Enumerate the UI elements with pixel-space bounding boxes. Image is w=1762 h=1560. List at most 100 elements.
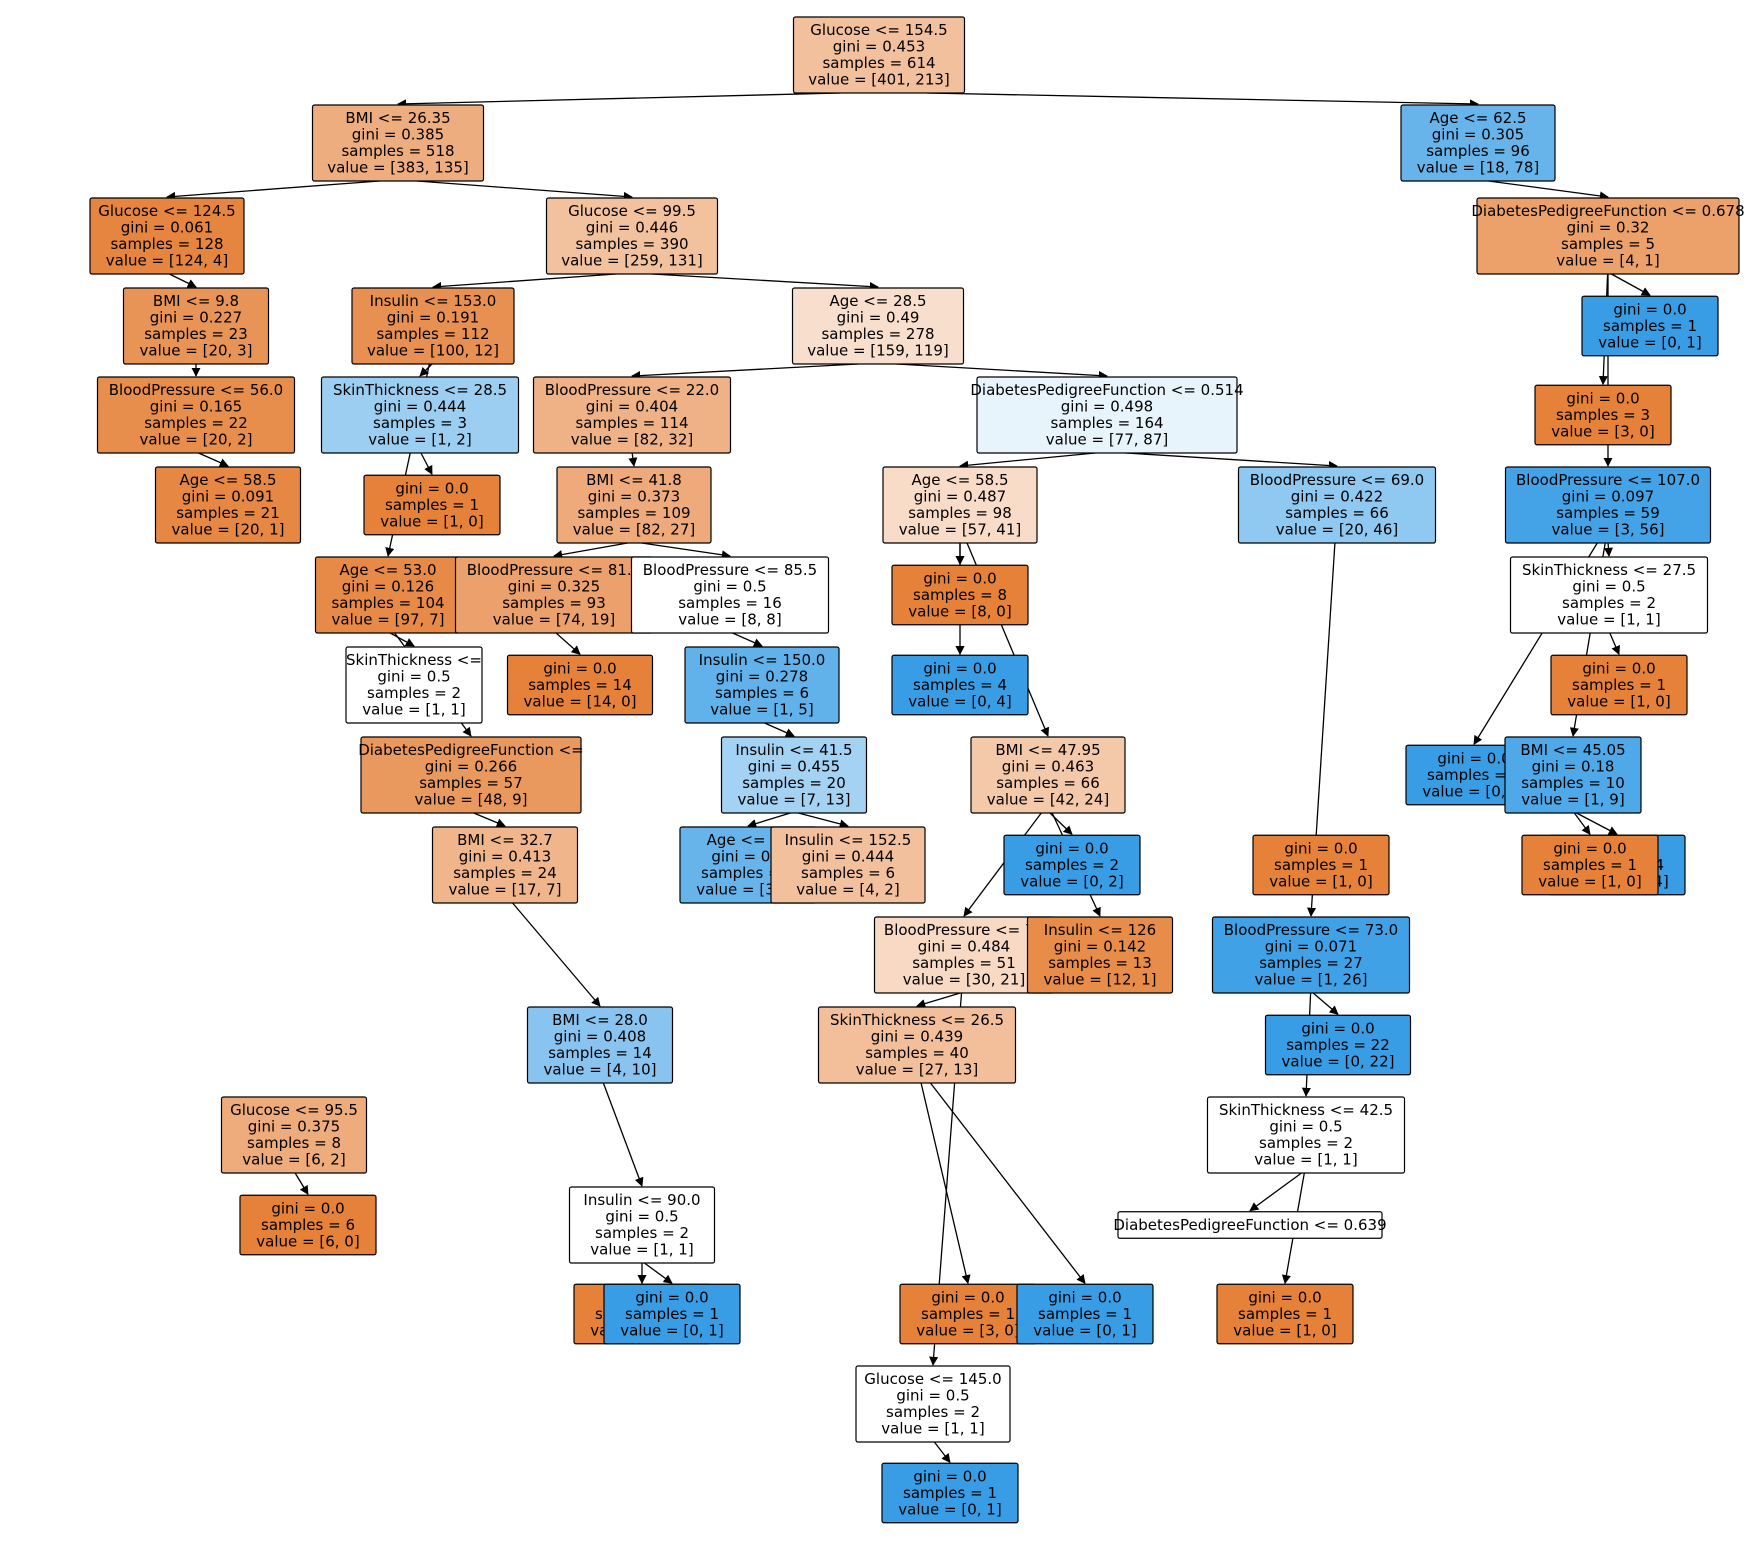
node-box [684, 646, 840, 724]
node-text-line: value = [1, 0] [1233, 1321, 1336, 1339]
node-text-line: gini = 0.446 [586, 219, 678, 237]
node-text-line: samples = 1 [1238, 1305, 1332, 1323]
node-box [1550, 654, 1688, 716]
node-text-line: samples = 1 [1603, 317, 1697, 335]
node-text-line: BMI <= 9.8 [153, 292, 239, 310]
node-text-line: DiabetesPedigreeFunction <= [358, 741, 584, 759]
node-text-line: gini = 0.278 [716, 668, 808, 686]
node-text-line: value = [42, 24] [987, 791, 1110, 809]
node-text-line: samples = 93 [502, 594, 606, 612]
node-text-line: samples = 1 [921, 1305, 1015, 1323]
node-text-line: value = [7, 13] [738, 791, 851, 809]
node-text-line: gini = 0.097 [1562, 488, 1654, 506]
node-text-line: value = [0, 22] [1282, 1052, 1395, 1070]
tree-edge [933, 1441, 951, 1463]
node-text-line: gini = 0.413 [459, 848, 551, 866]
tree-node: DiabetesPedigreeFunction <= 0.639 [1113, 1211, 1387, 1239]
tree-edge [553, 542, 628, 560]
node-text-line: samples = 128 [110, 235, 223, 253]
node-box [89, 197, 245, 275]
node-text-line: value = [1, 5] [710, 701, 813, 719]
node-text-line: SkinThickness <= 27.5 [1522, 561, 1696, 579]
node-text-line: DiabetesPedigreeFunction <= 0.514 [970, 381, 1243, 399]
node-text-line: samples = 1 [1543, 856, 1637, 874]
node-text-line: Glucose <= 95.5 [230, 1101, 358, 1119]
node-text-line: gini = 0.18 [1532, 758, 1615, 776]
node-box [568, 1186, 716, 1264]
node-box [239, 1194, 377, 1256]
node-text-line: value = [82, 27] [573, 521, 696, 539]
tree-edge [651, 273, 879, 292]
node-box [1026, 916, 1174, 994]
node-box [1252, 834, 1390, 896]
node-text-line: Glucose <= 124.5 [98, 202, 235, 220]
node-box [1521, 834, 1659, 896]
node-box [320, 376, 520, 454]
node-text-line: gini = 0.0 [1035, 839, 1108, 857]
tree-edge [896, 363, 1108, 381]
node-text-line: Insulin <= 150.0 [699, 651, 826, 669]
node-text-line: Age <= 28.5 [829, 292, 926, 310]
node-text-line: gini = 0.5 [693, 578, 766, 596]
node-text-line: value = [1, 1] [1254, 1151, 1357, 1169]
node-text-line: gini = 0.266 [425, 758, 517, 776]
node-text-line: value = [8, 8] [678, 611, 781, 629]
node-text-line: gini = 0.0 [1566, 389, 1639, 407]
node-text-line: gini = 0.49 [837, 309, 920, 327]
node-box [351, 287, 515, 365]
node-text-line: samples = 59 [1556, 504, 1660, 522]
node-text-line: value = [124, 4] [106, 252, 229, 270]
node-text-line: value = [20, 1] [172, 521, 285, 539]
node-text-line: gini = 0.071 [1265, 938, 1357, 956]
node-text-line: value = [20, 46] [1276, 521, 1399, 539]
node-text-line: samples = 6 [801, 864, 895, 882]
node-text-line: gini = 0.5 [377, 668, 450, 686]
node-box [891, 654, 1029, 716]
node-text-line: gini = 0.305 [1432, 126, 1524, 144]
node-text-line: samples = 1 [385, 496, 479, 514]
node-text-line: gini = 0.455 [748, 758, 840, 776]
node-text-line: gini = 0.0 [543, 659, 616, 677]
node-text-line: value = [100, 12] [367, 342, 499, 360]
node-text-line: gini = 0.5 [605, 1208, 678, 1226]
tree-node: DiabetesPedigreeFunction <=gini = 0.266s… [358, 736, 584, 814]
node-text-line: samples = 2 [595, 1224, 689, 1242]
node-text-line: samples = 2 [1562, 594, 1656, 612]
node-box [1581, 295, 1719, 357]
node-text-line: gini = 0.126 [342, 578, 434, 596]
node-text-line: samples = 1 [1572, 676, 1666, 694]
node-text-line: value = [1, 0] [380, 512, 483, 530]
node-box [976, 376, 1238, 454]
node-text-line: value = [1, 26] [1255, 971, 1368, 989]
node-text-line: samples = 104 [331, 594, 444, 612]
node-text-line: BloodPressure <= 79 [884, 921, 1044, 939]
node-box [1016, 1283, 1154, 1345]
node-text-line: DiabetesPedigreeFunction <= 0.639 [1113, 1216, 1386, 1234]
node-box [603, 1283, 741, 1345]
node-text-line: BloodPressure <= 81.0 [467, 561, 641, 579]
node-text-line: value = [4, 10] [544, 1061, 657, 1079]
tree-edge [166, 180, 380, 201]
node-text-line: samples = 10 [1521, 774, 1625, 792]
node-text-line: samples = 23 [144, 325, 248, 343]
tree-edge [420, 452, 433, 476]
tree-edge [397, 92, 841, 109]
node-box [506, 654, 654, 716]
